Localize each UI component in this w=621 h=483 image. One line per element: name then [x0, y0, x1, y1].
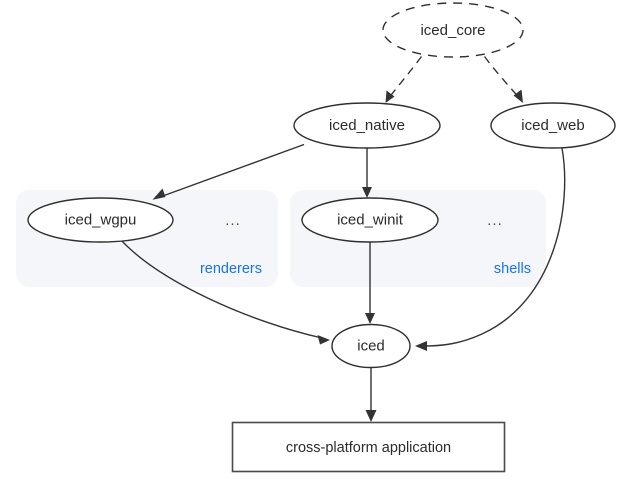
edge-iced-core-to-iced-web [483, 56, 523, 103]
arrow-head-icon [317, 335, 330, 345]
node-iced-web[interactable]: iced_web [490, 102, 616, 149]
edge-line [159, 143, 305, 198]
edge-iced-native-to-iced-winit [362, 148, 372, 198]
node-iced-wgpu[interactable]: iced_wgpu [27, 197, 174, 243]
node-application[interactable]: cross-platform application [231, 421, 506, 473]
arrow-head-icon [365, 313, 375, 324]
node-application-shape[interactable] [231, 421, 506, 473]
node-iced-wgpu-shape[interactable] [27, 197, 174, 243]
arrow-head-icon [152, 188, 166, 200]
node-iced-winit-shape[interactable] [301, 197, 439, 243]
arrow-head-icon [362, 187, 372, 198]
node-iced-winit[interactable]: iced_winit [301, 197, 439, 243]
cluster-renderers-ellipsis: ... [225, 212, 241, 229]
edge-line [120, 239, 323, 339]
edge-iced-winit-to-iced [365, 241, 375, 324]
node-iced-native-shape[interactable] [293, 102, 441, 149]
edge-iced-wgpu-to-iced [120, 239, 330, 345]
cluster-shells-label: shells [494, 261, 531, 277]
edge-line [423, 147, 566, 347]
cluster-renderers-label: renderers [200, 261, 262, 277]
edge-iced-web-to-iced [415, 147, 566, 351]
edge-iced-core-to-iced-native [385, 56, 423, 103]
arrow-head-icon [513, 89, 523, 103]
edge-line [389, 56, 423, 97]
edge-iced-native-to-iced-wgpu [152, 143, 305, 200]
node-iced-core-shape[interactable] [382, 2, 524, 58]
arrow-head-icon [385, 90, 395, 103]
node-iced-web-shape[interactable] [490, 102, 616, 149]
node-iced[interactable]: iced [331, 323, 411, 369]
arrow-head-icon [415, 341, 427, 351]
edge-line [483, 56, 519, 97]
node-iced-core[interactable]: iced_core [382, 2, 524, 58]
edge-iced-to-application [365, 368, 377, 422]
cluster-shells-ellipsis: ... [487, 212, 503, 229]
node-iced-shape[interactable] [331, 323, 411, 369]
arrow-head-icon [365, 410, 377, 422]
node-iced-native[interactable]: iced_native [293, 102, 441, 149]
